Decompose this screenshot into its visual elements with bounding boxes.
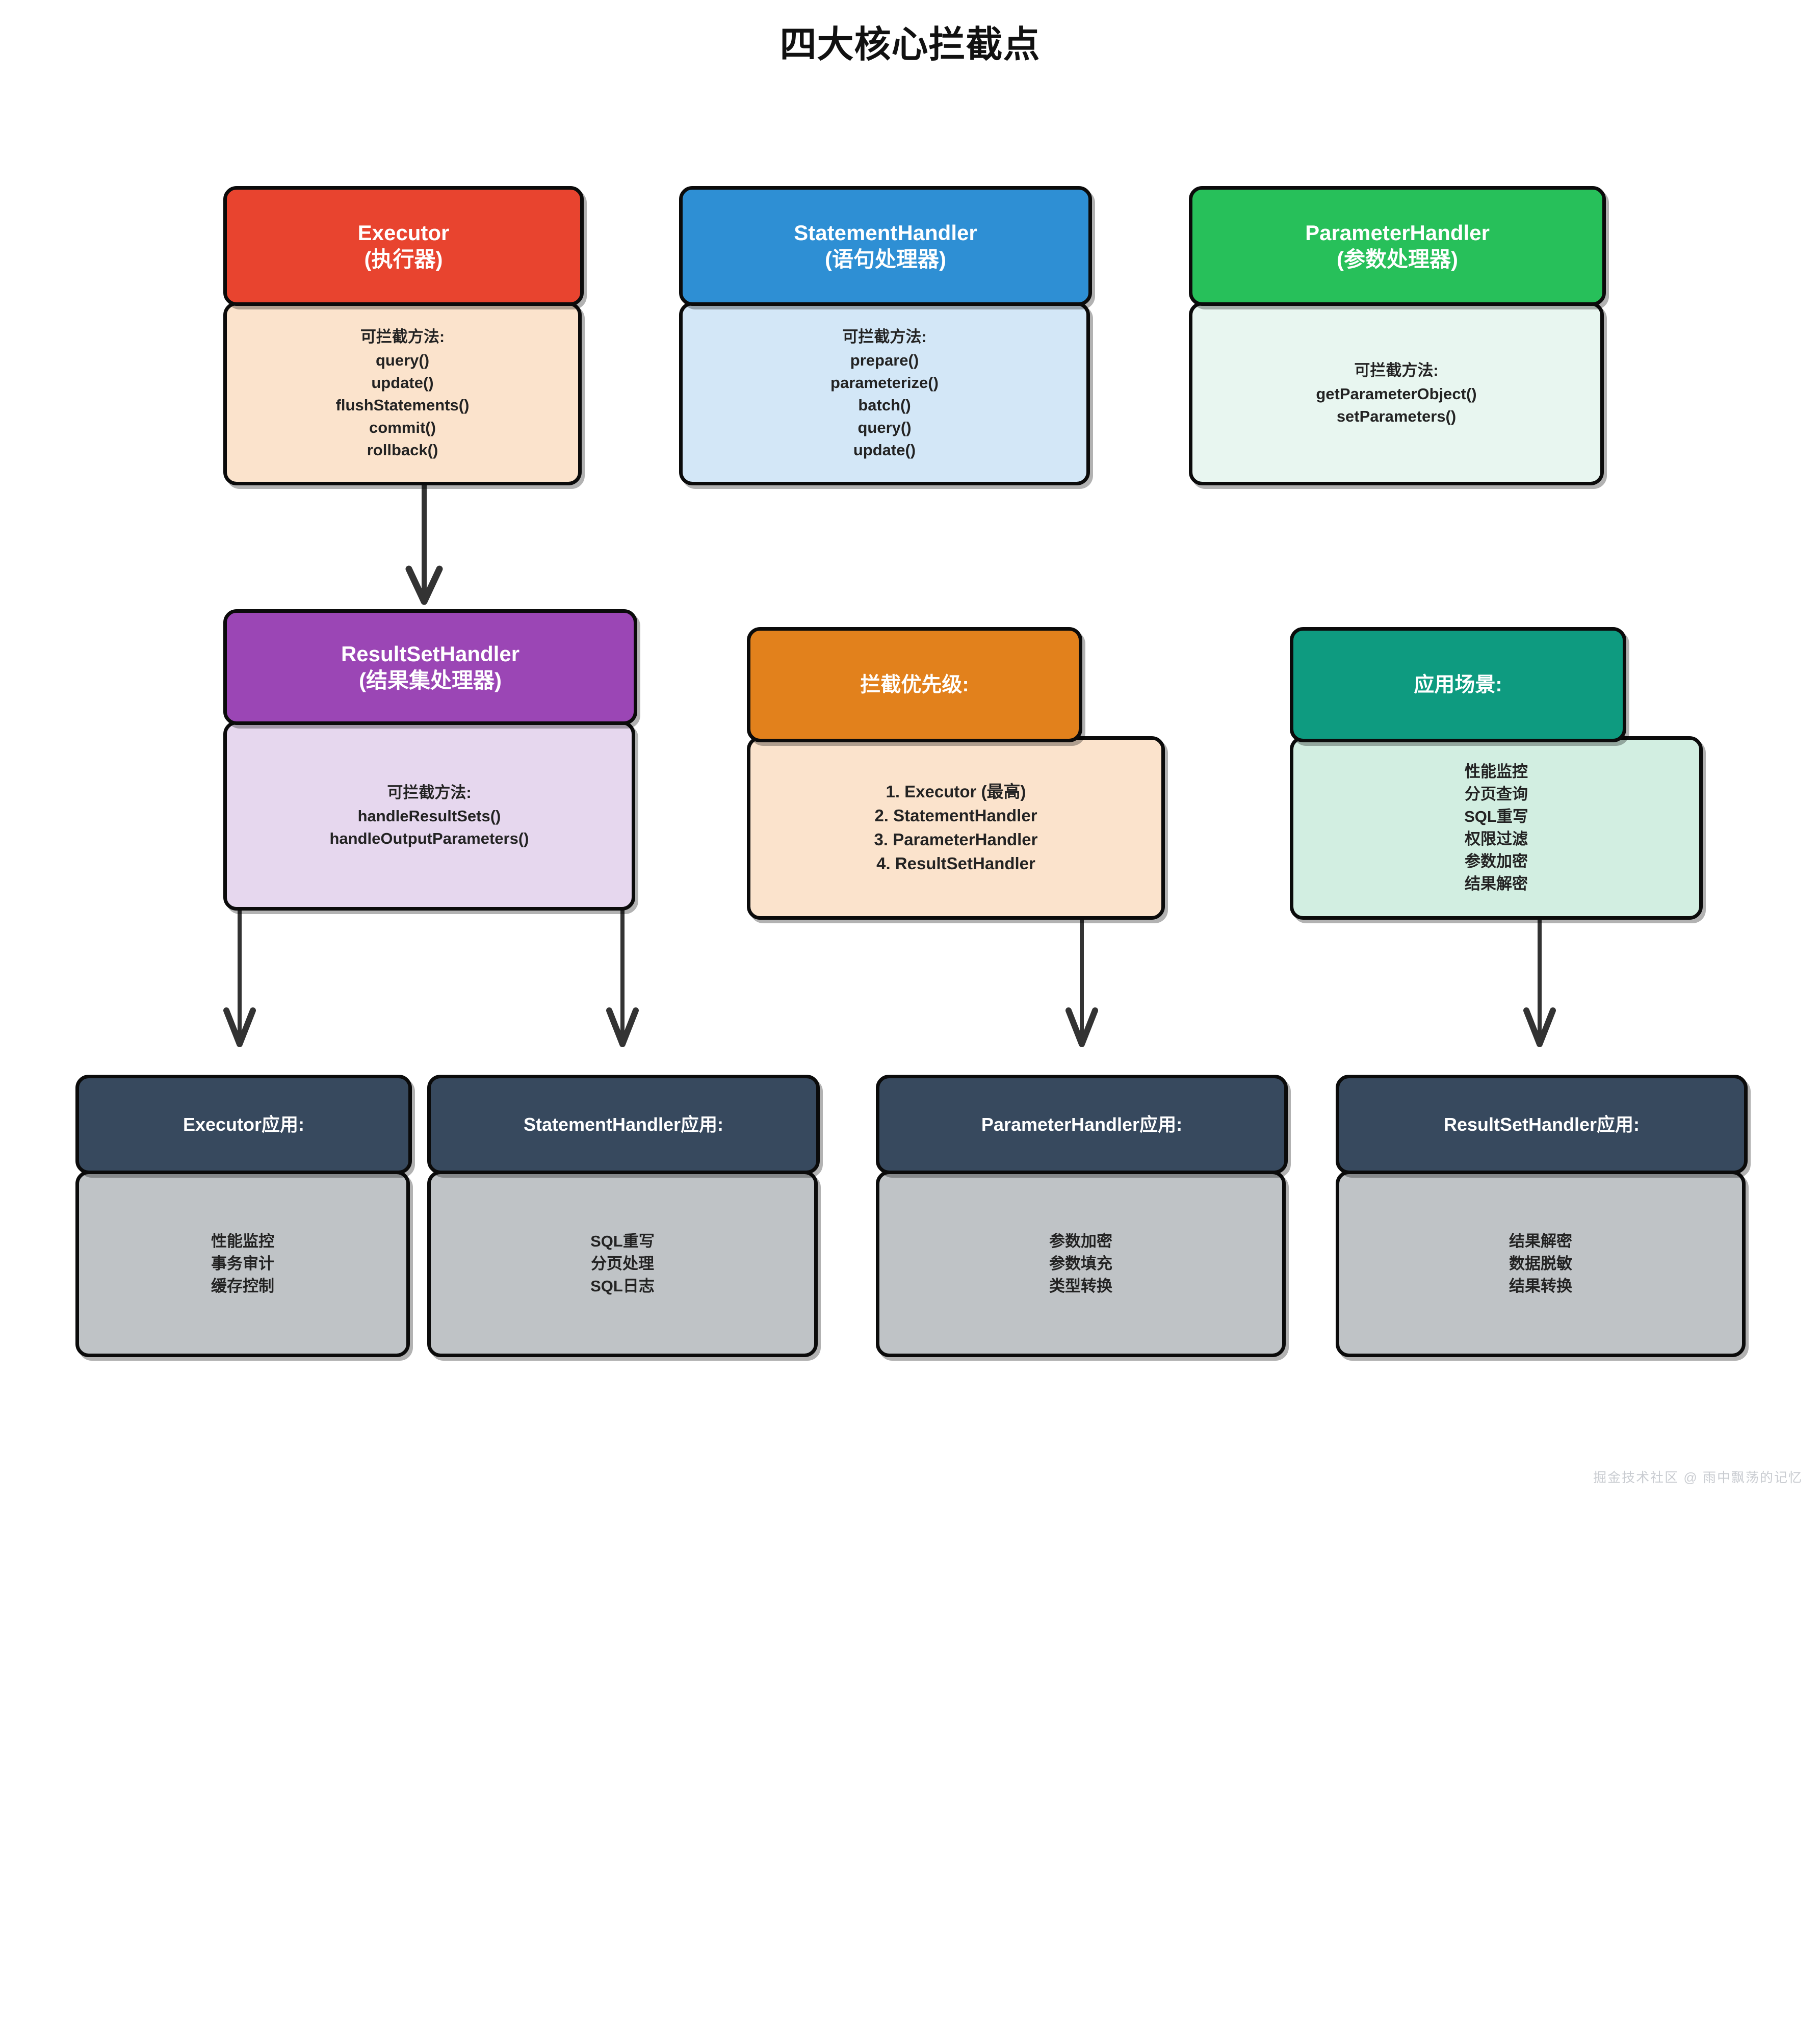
executor-usage-header: Executor应用: [75, 1075, 412, 1174]
resultset-usage-title: ResultSetHandler应用: [1443, 1113, 1640, 1135]
parameter-usage-body: 参数加密 参数填充 类型转换 [876, 1171, 1286, 1357]
statement-handler-header: StatementHandler (语句处理器) [679, 186, 1092, 306]
parameter-usage-title: ParameterHandler应用: [981, 1113, 1183, 1135]
executor-methods-caption: 可拦截方法: [360, 327, 445, 346]
statement-usage-header: StatementHandler应用: [427, 1075, 820, 1174]
watermark: 掘金技术社区 @ 雨中飘荡的记忆 [1593, 1470, 1803, 1485]
scenario-items-list: 性能监控 分页查询 SQL重写 权限过滤 参数加密 结果解密 [1464, 762, 1528, 893]
resultset-handler-title-cn: (结果集处理器) [359, 668, 502, 692]
executor-title-cn: (执行器) [364, 247, 443, 271]
scenario-header: 应用场景: [1290, 627, 1626, 742]
statement-usage-title: StatementHandler应用: [523, 1113, 724, 1135]
executor-body: 可拦截方法: query() update() flushStatements(… [223, 302, 582, 485]
statement-usage-items-list: SQL重写 分页处理 SQL日志 [590, 1232, 655, 1295]
priority-header: 拦截优先级: [747, 627, 1082, 742]
statement-usage-body: SQL重写 分页处理 SQL日志 [427, 1171, 818, 1357]
executor-methods-list: query() update() flushStatements() commi… [335, 351, 470, 459]
parameter-handler-title-en: ParameterHandler [1305, 221, 1490, 245]
parameter-handler-methods-caption: 可拦截方法: [1354, 361, 1439, 379]
statement-handler-methods-list: prepare() parameterize() batch() query()… [830, 351, 939, 459]
executor-title-en: Executor [357, 221, 450, 245]
resultset-handler-body: 可拦截方法: handleResultSets() handleOutputPa… [223, 721, 635, 911]
resultset-handler-header: ResultSetHandler (结果集处理器) [223, 609, 637, 725]
statement-handler-title-en: StatementHandler [794, 221, 977, 245]
executor-usage-items-list: 性能监控 事务审计 缓存控制 [211, 1232, 274, 1295]
statement-handler-title-cn: (语句处理器) [825, 247, 946, 271]
parameter-handler-methods-list: getParameterObject() setParameters() [1316, 384, 1477, 425]
parameter-handler-body: 可拦截方法: getParameterObject() setParameter… [1189, 302, 1604, 485]
priority-body: 1. Executor (最高) 2. StatementHandler 3. … [747, 736, 1165, 920]
parameter-handler-title-cn: (参数处理器) [1337, 247, 1458, 271]
page-title: 四大核心拦截点 [779, 24, 1041, 65]
scenario-title: 应用场景: [1414, 673, 1502, 696]
scenario-body: 性能监控 分页查询 SQL重写 权限过滤 参数加密 结果解密 [1290, 736, 1703, 920]
statement-handler-methods-caption: 可拦截方法: [842, 327, 927, 346]
parameter-usage-header: ParameterHandler应用: [876, 1075, 1288, 1174]
resultset-handler-methods-list: handleResultSets() handleOutputParameter… [329, 807, 529, 847]
statement-handler-body: 可拦截方法: prepare() parameterize() batch() … [679, 302, 1090, 485]
resultset-usage-items-list: 结果解密 数据脱敏 结果转换 [1509, 1232, 1572, 1295]
resultset-usage-body: 结果解密 数据脱敏 结果转换 [1336, 1171, 1746, 1357]
executor-usage-body: 性能监控 事务审计 缓存控制 [75, 1171, 410, 1357]
priority-title: 拦截优先级: [860, 673, 969, 696]
parameter-handler-header: ParameterHandler (参数处理器) [1189, 186, 1606, 306]
priority-items-list: 1. Executor (最高) 2. StatementHandler 3. … [874, 782, 1038, 873]
parameter-usage-items-list: 参数加密 参数填充 类型转换 [1049, 1232, 1112, 1295]
resultset-usage-header: ResultSetHandler应用: [1336, 1075, 1748, 1174]
resultset-handler-methods-caption: 可拦截方法: [387, 783, 472, 801]
resultset-handler-title-en: ResultSetHandler [341, 642, 520, 666]
executor-usage-title: Executor应用: [183, 1113, 305, 1135]
executor-header: Executor (执行器) [223, 186, 584, 306]
